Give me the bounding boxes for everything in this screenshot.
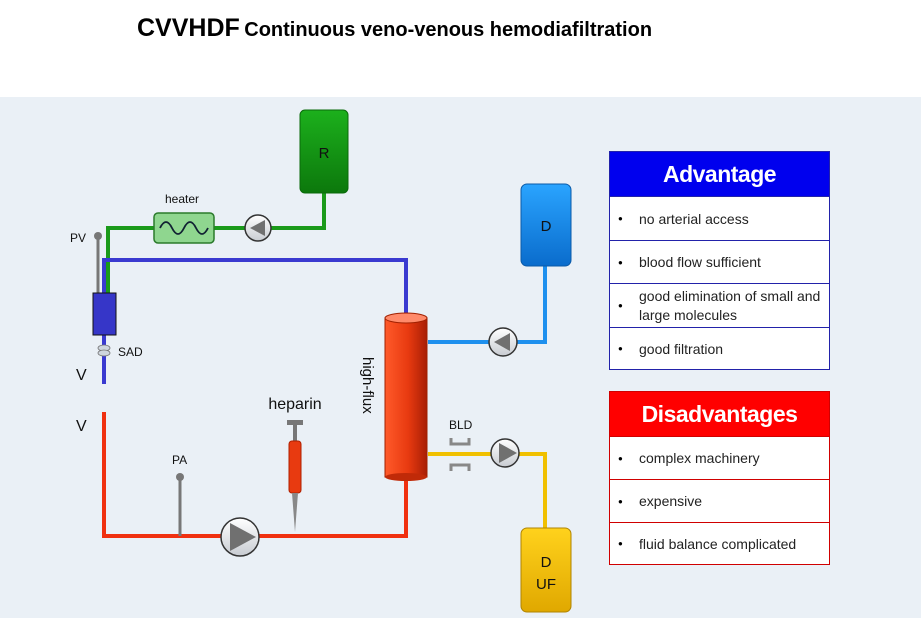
yellow-effluent-line	[428, 452, 547, 528]
high-flux-filter	[384, 312, 428, 481]
reservoir-r-container	[299, 109, 349, 194]
bld-label: BLD	[449, 418, 473, 432]
heater-coil-icon	[159, 221, 209, 235]
red-arterial-line	[102, 412, 408, 538]
reservoir-r-label: R	[319, 145, 330, 162]
title-main: CVVHDF	[137, 14, 240, 42]
advantage-box: Advantage no arterial access blood flow …	[609, 151, 830, 370]
blood-pump-icon	[220, 517, 260, 557]
advantage-item: no arterial access	[610, 196, 829, 240]
effluent-label-line2: UF	[536, 576, 556, 593]
cyan-dialysate-line	[428, 266, 547, 344]
sad-label: SAD	[118, 345, 143, 359]
heparin-label: heparin	[268, 396, 321, 413]
heater-label: heater	[165, 192, 199, 206]
title-subtitle: Continuous veno-venous hemodiafiltration	[244, 19, 653, 41]
disadvantages-item: fluid balance complicated	[610, 522, 829, 564]
substitution-pump-icon	[244, 214, 272, 242]
page-title: CVVHDF Continuous veno-venous hemodiafil…	[137, 14, 652, 43]
advantage-item: good filtration	[610, 327, 829, 369]
disadvantages-item: expensive	[610, 479, 829, 522]
v-bottom-label: V	[76, 418, 87, 435]
disadvantages-item: complex machinery	[610, 436, 829, 479]
pa-gauge-head	[176, 473, 184, 481]
disadvantages-header: Disadvantages	[610, 392, 829, 436]
venous-air-trap	[92, 292, 117, 336]
advantage-item: blood flow sufficient	[610, 240, 829, 283]
dialysate-d-label: D	[541, 218, 552, 235]
v-top-label: V	[76, 367, 87, 384]
effluent-pump-icon	[490, 438, 520, 468]
effluent-container	[520, 527, 572, 613]
heparin-syringe-icon	[287, 420, 303, 532]
filter-label: high-flux	[359, 357, 376, 414]
effluent-label-line1: D	[541, 554, 552, 571]
pa-label: PA	[172, 453, 187, 467]
advantage-header: Advantage	[610, 152, 829, 196]
pv-label: PV	[70, 231, 86, 245]
disadvantages-box: Disadvantages complex machinery expensiv…	[609, 391, 830, 565]
green-substitution-line	[106, 192, 326, 300]
bld-sensor-icon	[449, 438, 471, 471]
sad-sensor-icon	[97, 344, 111, 357]
dialysate-pump-icon	[488, 327, 518, 357]
advantage-item: good elimination of small and large mole…	[610, 283, 829, 327]
dialysate-d-container	[520, 183, 572, 267]
pv-gauge-head	[94, 232, 102, 240]
